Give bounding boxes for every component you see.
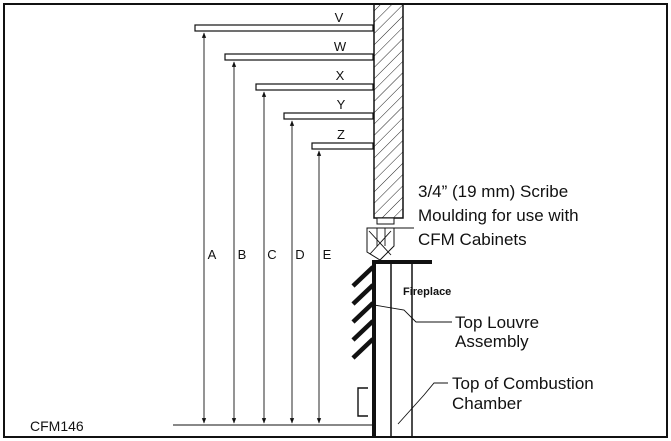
louvre-callout-line2: Assembly	[455, 332, 529, 351]
shelf-label-x: X	[336, 68, 345, 83]
shelf-y: Y	[283, 97, 374, 120]
shelf-v: V	[194, 10, 374, 32]
figure-id: CFM146	[30, 418, 84, 434]
scribe-callout-line1: 3/4” (19 mm) Scribe	[418, 182, 568, 201]
shelf-x: X	[255, 68, 374, 91]
scribe-moulding	[366, 217, 414, 261]
shelf-label-w: W	[334, 39, 347, 54]
shelf-label-v: V	[335, 10, 344, 25]
hatched-wall	[373, 3, 404, 219]
combustion-callout-line2: Chamber	[452, 394, 522, 413]
dimension-lines	[201, 32, 322, 424]
scribe-callout-line3: CFM Cabinets	[418, 230, 527, 249]
dimension-label-b: B	[238, 247, 247, 262]
dimension-label-d: D	[295, 247, 304, 262]
shelf-label-z: Z	[337, 127, 345, 142]
dimension-label-e: E	[323, 247, 332, 262]
combustion-leader	[397, 382, 448, 425]
fireplace-label: Fireplace	[403, 286, 451, 298]
dimension-label-c: C	[267, 247, 276, 262]
dimension-label-a: A	[208, 247, 217, 262]
dimension-labels: A B C D E	[205, 246, 334, 262]
outer-border	[3, 3, 668, 438]
combustion-bracket	[357, 387, 368, 417]
shelf-label-y: Y	[337, 97, 346, 112]
shelf-z: Z	[311, 127, 374, 150]
combustion-callout-line1: Top of Combustion	[452, 374, 594, 393]
shelf-w: W	[224, 39, 374, 61]
louvre-leader	[373, 304, 452, 323]
top-louvre-assembly	[351, 265, 375, 360]
scribe-callout-line2: Moulding for use with	[418, 206, 579, 225]
louvre-callout-line1: Top Louvre	[455, 313, 539, 332]
